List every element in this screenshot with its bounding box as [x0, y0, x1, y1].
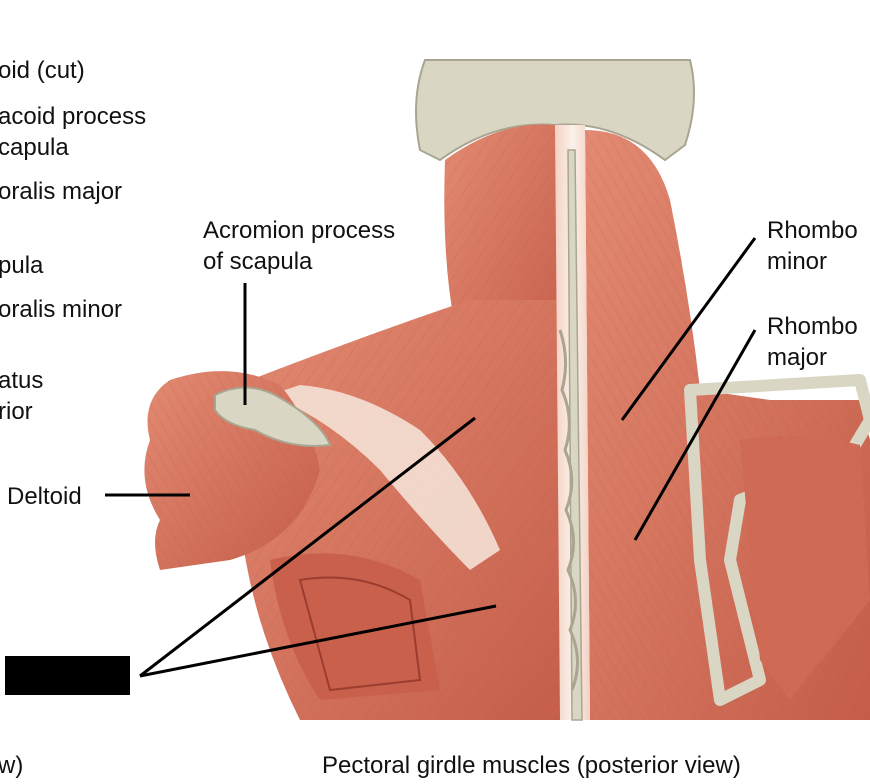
left-caption-partial: w) — [0, 752, 24, 779]
left-label-5: oralis minor — [0, 296, 123, 323]
left-label-2a: acoid process — [0, 103, 147, 130]
rhomboid-major-leader — [633, 329, 757, 541]
right-scapula — [684, 374, 870, 706]
rhomboid-minor-leader — [620, 237, 757, 421]
left-label-1: oid (cut) — [0, 57, 85, 84]
rhomboid-minor-label-line1: Rhombo — [767, 217, 858, 244]
leader-lines — [105, 237, 757, 678]
left-label-6a: atus — [0, 367, 44, 394]
acromion-label-line1: Acromion process — [203, 217, 396, 244]
redacted-leader-lower — [139, 604, 497, 678]
main-caption: Pectoral girdle muscles (posterior view) — [322, 752, 741, 779]
vertebral-column — [555, 125, 590, 721]
teres-muscles — [270, 553, 440, 700]
acromion-label-line2: of scapula — [203, 248, 313, 275]
rhomboid-major-label-line2: major — [767, 344, 828, 371]
left-label-2b: capula — [0, 134, 69, 161]
left-label-3: oralis major — [0, 178, 123, 205]
left-label-6b: rior — [0, 398, 33, 425]
rhomboid-major-label-line1: Rhombo — [767, 313, 858, 340]
left-label-4: pula — [0, 252, 44, 279]
redacted-label-box — [5, 656, 130, 695]
redacted-leader-upper — [139, 416, 476, 678]
deltoid-label: Deltoid — [7, 483, 82, 510]
rhomboid-minor-label-line2: minor — [767, 248, 828, 275]
